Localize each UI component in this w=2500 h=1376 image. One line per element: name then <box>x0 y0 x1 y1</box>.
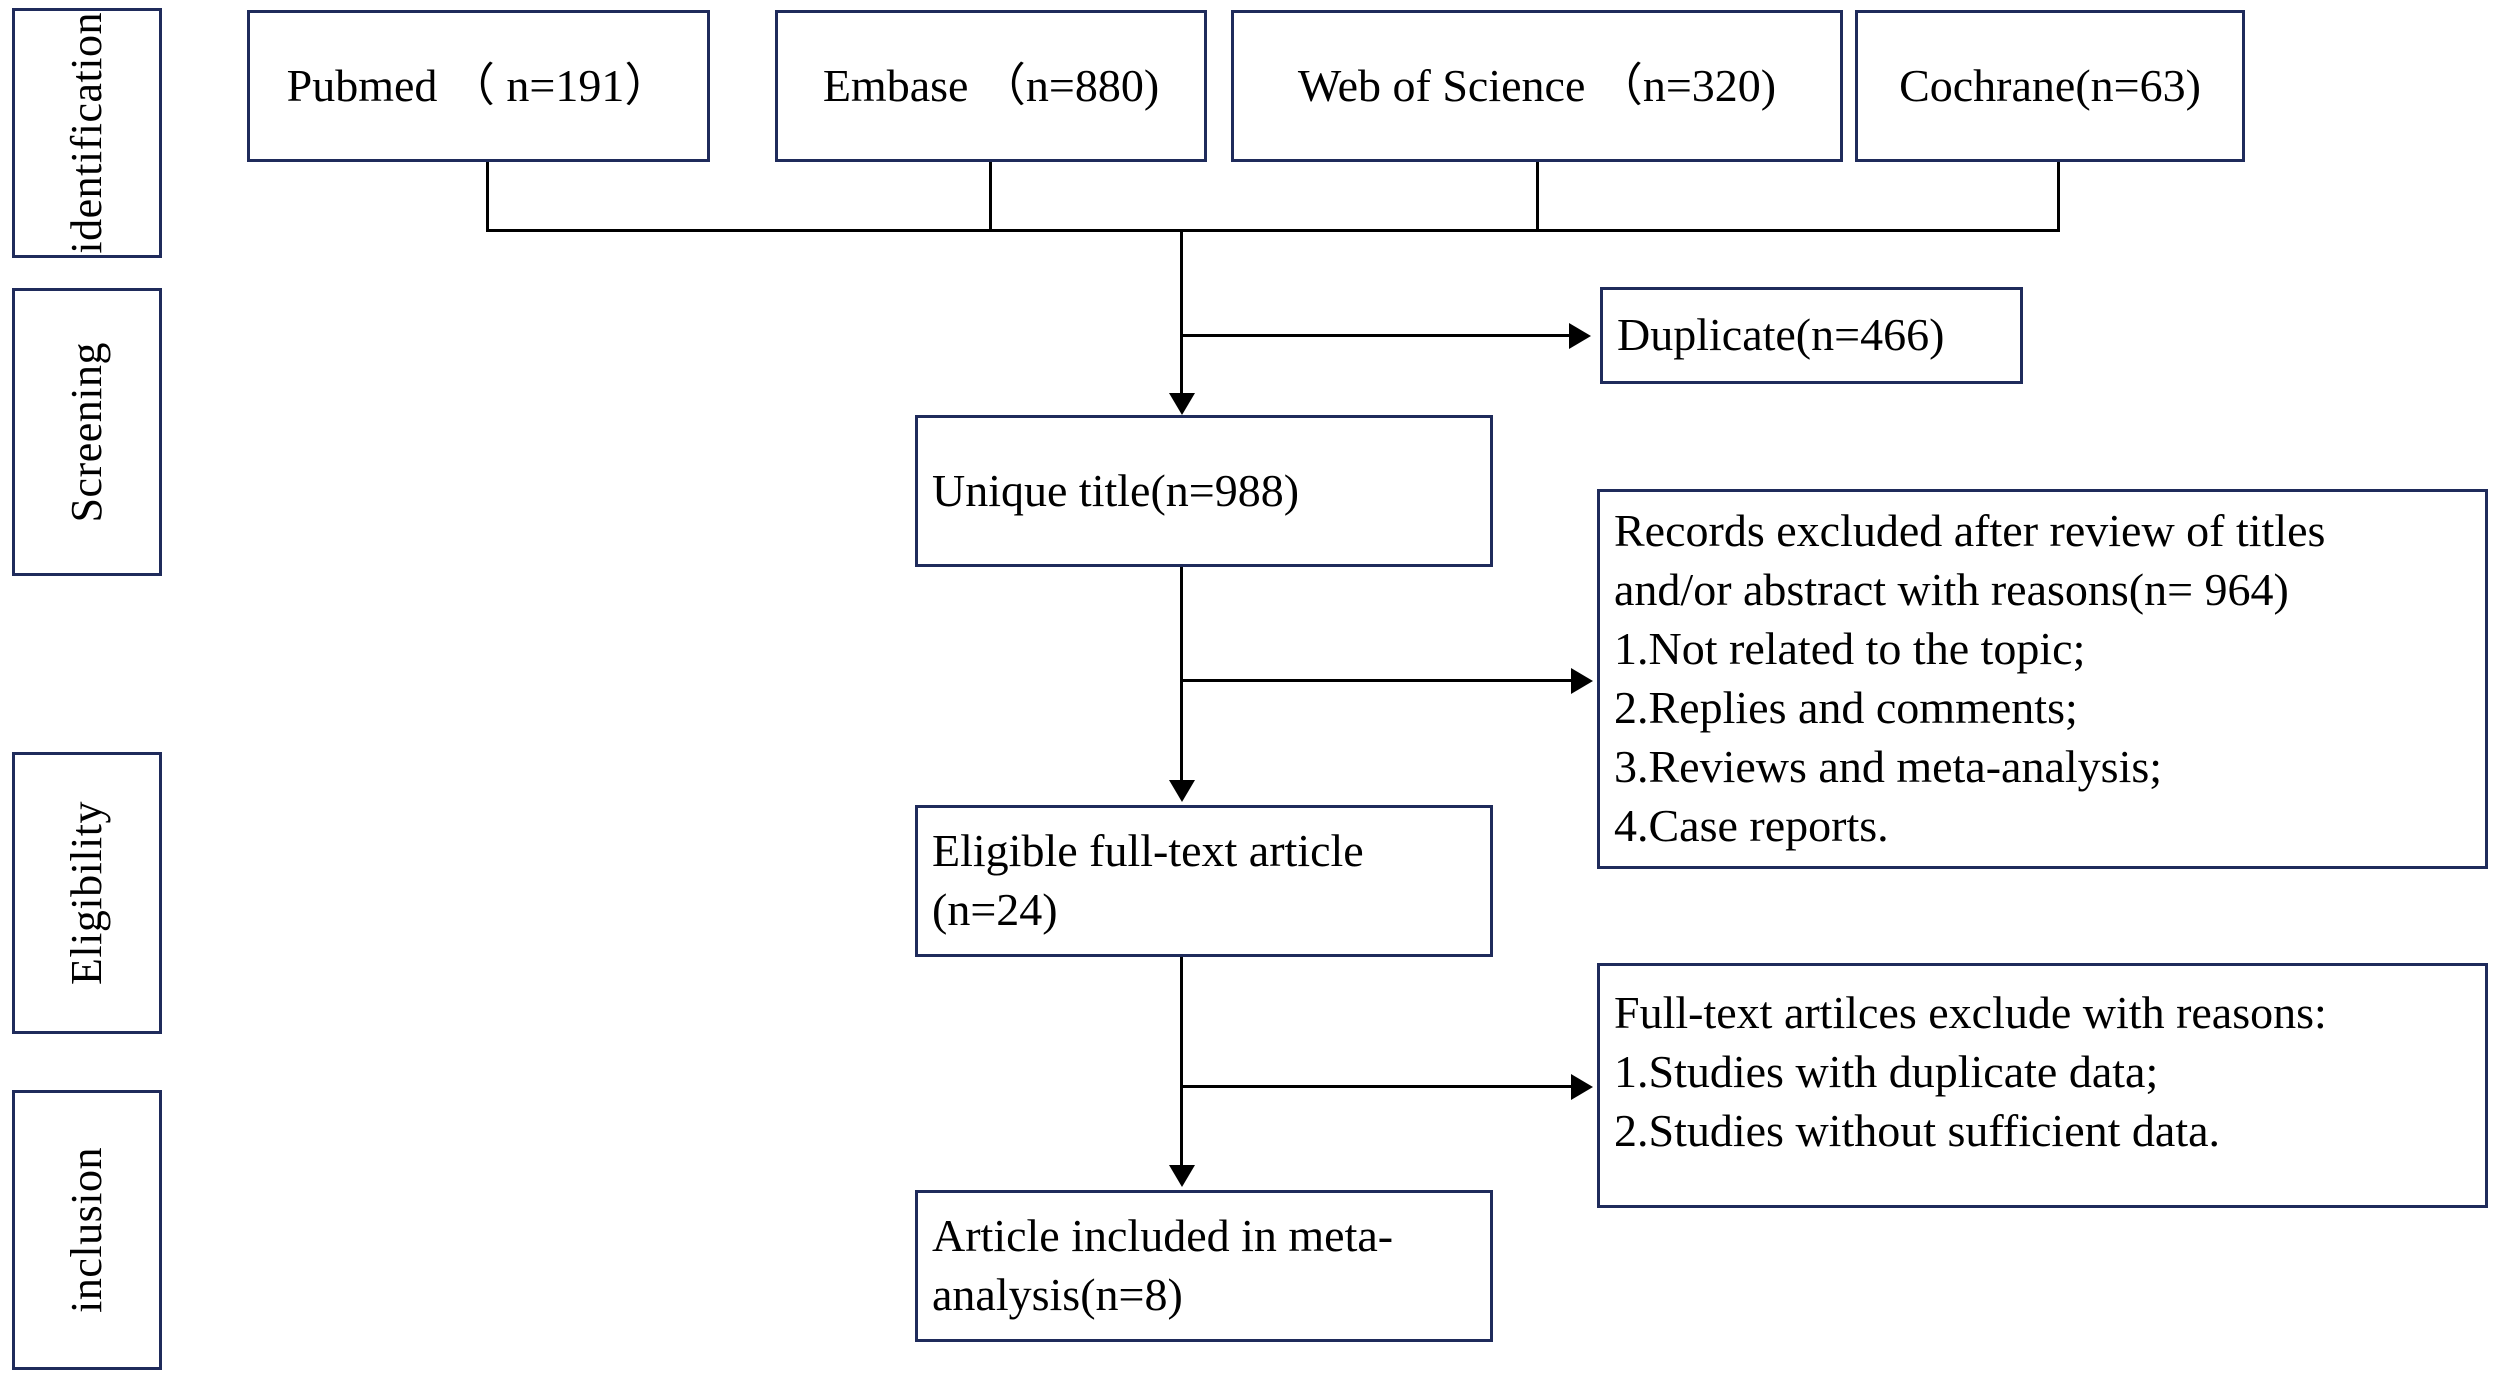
stage-box-identification: identification <box>12 8 162 258</box>
arrowhead-to-included <box>1169 1165 1195 1187</box>
arrowhead-to-duplicate <box>1569 323 1591 349</box>
connector-eligible-to-included <box>1180 957 1183 1167</box>
unique-title-box: Unique title(n=988) <box>915 415 1493 567</box>
fulltext-excluded-reason-1: 1.Studies with duplicate data; <box>1614 1045 2159 1097</box>
connector-trunk-to-duplicate <box>1181 334 1571 337</box>
source-label-cochrane: Cochrane(n=63) <box>1899 59 2201 111</box>
unique-title-label: Unique title(n=988) <box>932 464 1300 516</box>
connector-trunk-to-unique-title <box>1180 229 1183 401</box>
records-excluded-line1: Records excluded after review of titles <box>1614 505 2326 557</box>
source-box-cochrane: Cochrane(n=63) <box>1855 10 2245 162</box>
eligible-fulltext-box: Eligible full-text article (n=24) <box>915 805 1493 957</box>
arrowhead-to-eligible <box>1169 780 1195 802</box>
duplicate-box: Duplicate(n=466) <box>1600 287 2023 384</box>
connector-cochrane-drop <box>2057 162 2060 232</box>
records-excluded-reason-2: 2.Replies and comments; <box>1614 682 2078 733</box>
stage-label-inclusion: inclusion <box>61 1147 111 1313</box>
source-box-embase: Embase （n=880) <box>775 10 1207 162</box>
stage-box-eligibility: Eligibility <box>12 752 162 1034</box>
stage-label-identification: identification <box>61 12 111 254</box>
connector-web-of-science-drop <box>1536 162 1539 232</box>
fulltext-excluded-box: Full-text artilces exclude with reasons:… <box>1597 963 2488 1208</box>
source-box-web-of-science: Web of Science （n=320) <box>1231 10 1843 162</box>
connector-unique-title-to-eligible <box>1180 567 1183 782</box>
fulltext-excluded-reason-2: 2.Studies without sufficient data. <box>1614 1104 2221 1156</box>
connector-to-records-excluded <box>1181 679 1573 682</box>
source-box-pubmed: Pubmed （ n=191） <box>247 10 710 162</box>
article-included-line2: analysis(n=8) <box>932 1269 1183 1320</box>
connector-pubmed-drop <box>486 162 489 232</box>
records-excluded-reason-3: 3.Reviews and meta-analysis; <box>1614 740 2163 792</box>
eligible-fulltext-line2: (n=24) <box>932 884 1058 935</box>
source-label-embase: Embase （n=880) <box>822 59 1160 111</box>
source-label-web-of-science: Web of Science （n=320) <box>1297 59 1777 111</box>
records-excluded-box: Records excluded after review of titles … <box>1597 489 2488 869</box>
connector-to-fulltext-excluded <box>1181 1085 1573 1088</box>
stage-label-eligibility: Eligibility <box>61 801 111 985</box>
article-included-line1: Article included in meta- <box>932 1210 1394 1262</box>
stage-label-screening: Screening <box>61 341 111 523</box>
stage-box-screening: Screening <box>12 288 162 576</box>
article-included-box: Article included in meta- analysis(n=8) <box>915 1190 1493 1342</box>
arrowhead-to-records-excluded <box>1571 668 1593 694</box>
arrowhead-to-fulltext-excluded <box>1571 1074 1593 1100</box>
source-label-pubmed: Pubmed （ n=191） <box>286 59 671 111</box>
records-excluded-line2: and/or abstract with reasons(n= 964) <box>1614 564 2289 616</box>
connector-embase-drop <box>989 162 992 232</box>
fulltext-excluded-line1: Full-text artilces exclude with reasons: <box>1614 987 2327 1038</box>
duplicate-label: Duplicate(n=466) <box>1617 309 1945 361</box>
eligible-fulltext-line1: Eligible full-text article <box>932 825 1364 877</box>
stage-box-inclusion: inclusion <box>12 1090 162 1370</box>
arrowhead-to-unique-title <box>1169 393 1195 415</box>
records-excluded-reason-1: 1.Not related to the topic; <box>1614 623 2086 675</box>
connector-manifold-bar <box>486 229 2060 232</box>
records-excluded-reason-4: 4.Case reports. <box>1614 799 1889 851</box>
